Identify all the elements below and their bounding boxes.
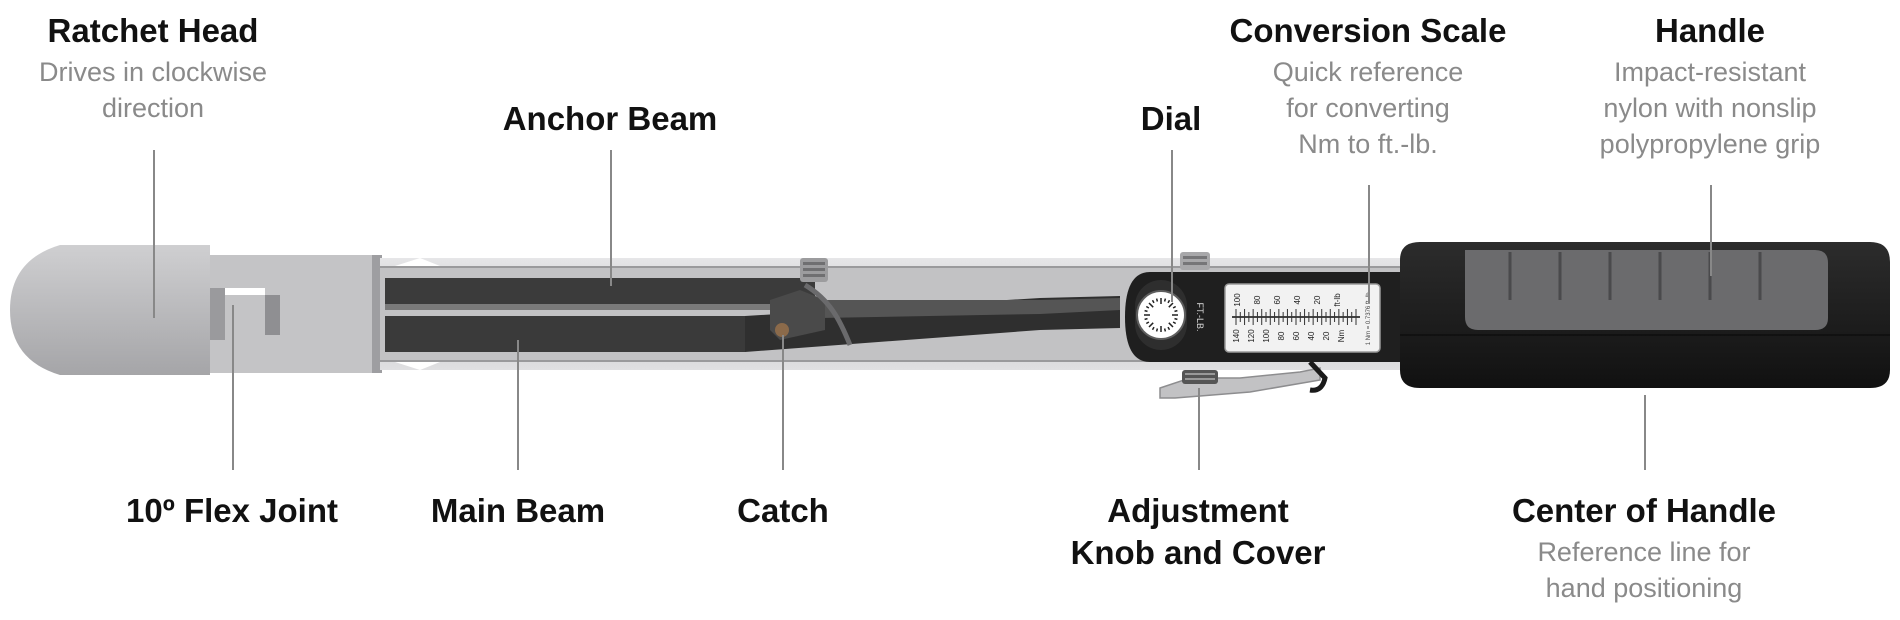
adjustment-knob-leader (1198, 388, 1200, 470)
conversion-scale-desc: Quick reference for converting Nm to ft.… (1272, 57, 1464, 159)
conversion-scale-title: Conversion Scale (1229, 12, 1507, 49)
flex-joint-leader (232, 305, 234, 470)
scale-bottom-label: Nm (1337, 329, 1346, 342)
scale-top-label: 100 (1233, 293, 1242, 307)
handle (1400, 242, 1890, 388)
scale-bottom-label: 40 (1307, 331, 1316, 340)
adjustment-title-line-1: Adjustment (1107, 492, 1289, 529)
center-of-handle-callout: Center of Handle Reference line for hand… (1484, 490, 1804, 606)
scale-bottom-label: 100 (1262, 329, 1271, 343)
scale-bottom-label: 20 (1322, 331, 1331, 340)
anchor-beam (385, 278, 815, 310)
ratchet-head-leader (153, 150, 155, 318)
ratchet-head-desc: Drives in clockwise direction (38, 57, 268, 123)
flex-joint-title: 10º Flex Joint (126, 492, 338, 529)
flex-joint (210, 255, 382, 373)
ratchet-head (10, 245, 210, 375)
catch-leader (782, 335, 784, 470)
catch-mechanism (770, 258, 853, 346)
ratchet-head-title: Ratchet Head (47, 12, 259, 49)
center-of-handle-leader (1644, 395, 1646, 470)
catch-callout: Catch (683, 490, 883, 532)
anchor-beam-title: Anchor Beam (502, 100, 718, 137)
dial-leader (1171, 150, 1173, 302)
scale-formula: 1 Nm = 0.7376 ft.-lb. (1366, 290, 1372, 345)
adjustment-callout: Adjustment Knob and Cover (1048, 490, 1348, 574)
adjustment-knob-and-cover (1159, 360, 1328, 399)
conversion-scale-callout: Conversion Scale Quick reference for con… (1218, 10, 1518, 162)
main-beam-leader (517, 340, 519, 470)
scale-top-label: ft-lb (1333, 293, 1342, 307)
main-beam (385, 296, 1120, 352)
scale-bottom-label: 120 (1247, 329, 1256, 343)
handle-leader (1710, 185, 1712, 276)
main-beam-title: Main Beam (430, 492, 606, 529)
dial: FT.-LB. (1136, 290, 1205, 340)
scale-top-label: 40 (1293, 295, 1302, 304)
scale-top-label: 80 (1253, 295, 1262, 304)
catch-title: Catch (737, 492, 829, 529)
conversion-scale-leader (1368, 185, 1370, 303)
handle-title: Handle (1654, 12, 1766, 49)
center-of-handle-desc: Reference line for hand positioning (1537, 537, 1751, 603)
flex-joint-callout: 10º Flex Joint (82, 490, 382, 532)
dial-title: Dial (1140, 100, 1202, 137)
dial-callout: Dial (1091, 98, 1251, 140)
anchor-beam-callout: Anchor Beam (460, 98, 760, 140)
handle-desc: Impact-resistant nylon with nonslip poly… (1599, 57, 1821, 159)
scale-top-label: 20 (1313, 295, 1322, 304)
scale-bottom-label: 60 (1292, 331, 1301, 340)
ratchet-head-callout: Ratchet Head Drives in clockwise directi… (0, 10, 306, 126)
scale-bottom-label: 140 (1232, 329, 1241, 343)
scale-top-label: 60 (1273, 295, 1282, 304)
main-beam-callout: Main Beam (368, 490, 668, 532)
top-knob (1180, 252, 1210, 270)
handle-callout: Handle Impact-resistant nylon with nonsl… (1560, 10, 1860, 162)
scale-bottom-label: 80 (1277, 331, 1286, 340)
center-of-handle-title: Center of Handle (1511, 492, 1777, 529)
dial-unit-label: FT.-LB. (1195, 302, 1205, 331)
adjustment-title-line-2: Knob and Cover (1070, 534, 1326, 571)
anchor-beam-leader (610, 150, 612, 286)
